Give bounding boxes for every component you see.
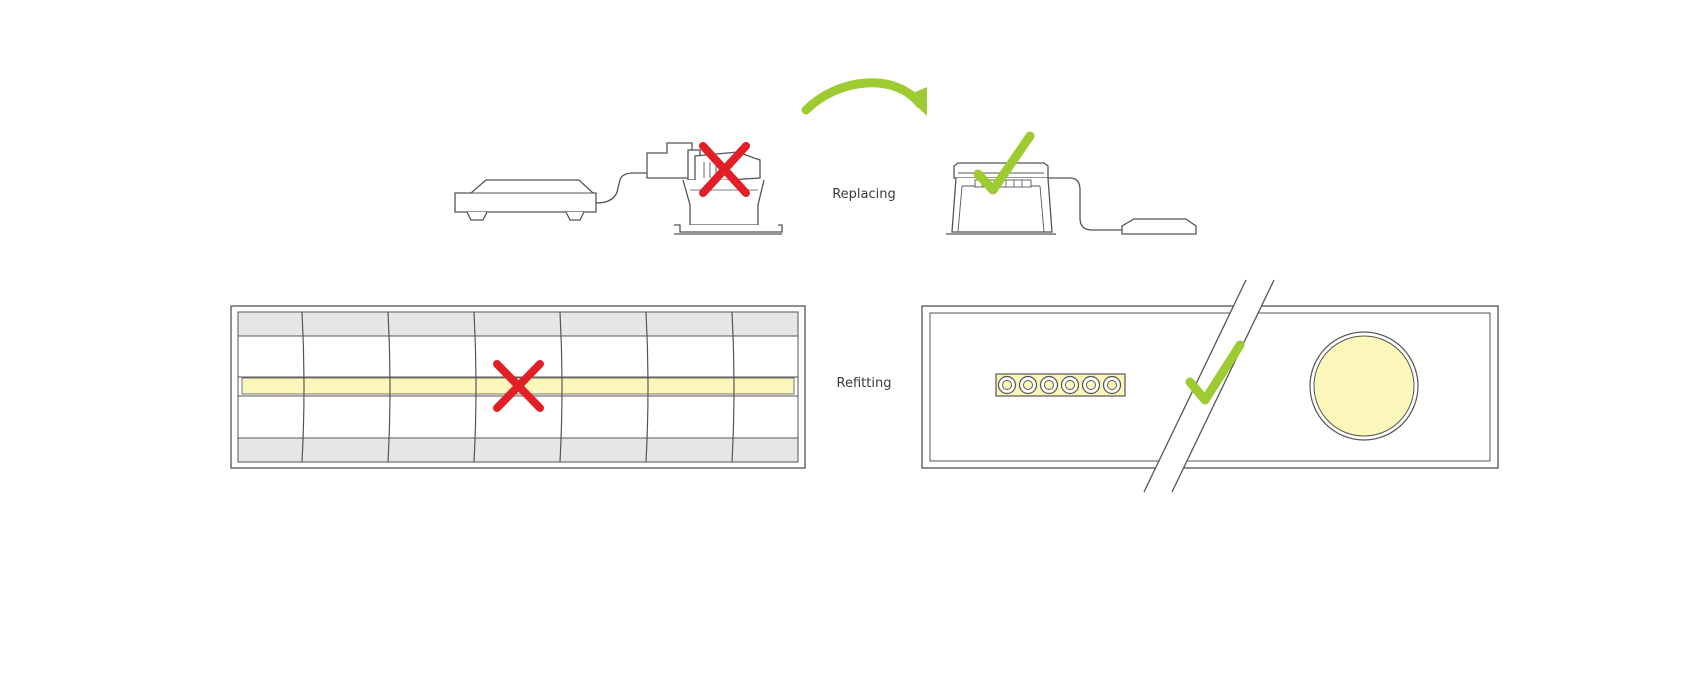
round-led-light: [1309, 331, 1419, 441]
old-driver-unit: [454, 179, 597, 221]
new-cable: [1048, 177, 1124, 231]
cross-icon: [493, 360, 544, 412]
checkmark-icon: [973, 131, 1035, 195]
old-cable: [595, 172, 648, 204]
new-downlight: [946, 162, 1056, 235]
louver-blades: [301, 311, 735, 463]
cross-icon: [699, 142, 750, 197]
new-linear-fixture: [921, 305, 1499, 469]
curved-arrow-icon: [801, 78, 927, 116]
refitting-label: Refitting: [837, 376, 892, 391]
led-module: [995, 373, 1126, 397]
replacing-label: Replacing: [832, 187, 896, 202]
new-driver-unit: [1121, 218, 1197, 235]
checkmark-icon: [1185, 340, 1245, 405]
